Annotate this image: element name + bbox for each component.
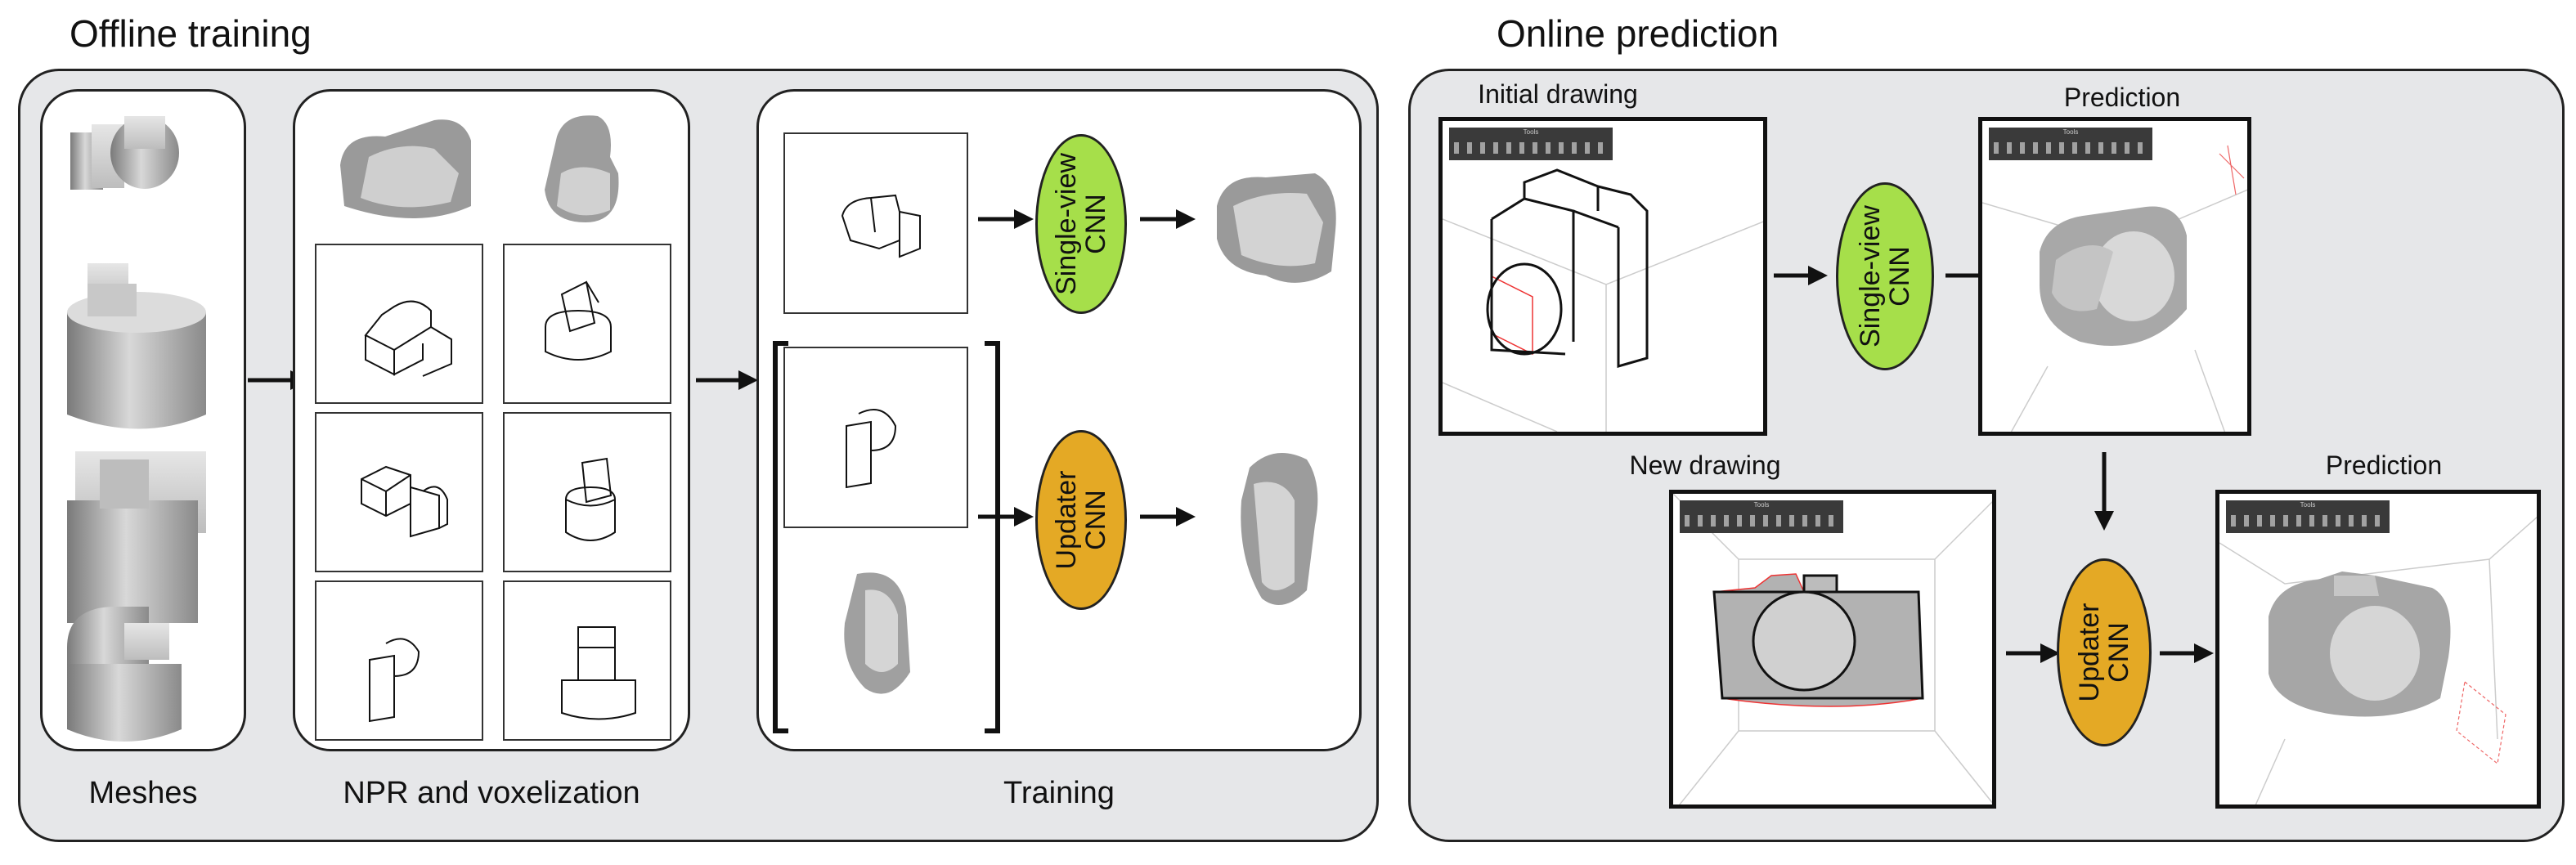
voxel-shape-2 [545, 115, 619, 222]
arrow-initial-to-singleview [1774, 266, 1828, 285]
offline-training-panel: Meshes [18, 69, 1379, 842]
prediction-2-screen: Tools [2215, 490, 2541, 809]
meshes-label: Meshes [88, 776, 198, 810]
mesh-1 [70, 116, 179, 190]
training-sketch-bottom [783, 347, 968, 528]
online-prediction-title: Online prediction [1497, 12, 1779, 55]
online-single-view-label-1: Single-view [1855, 205, 1886, 347]
single-view-cnn-label-1: Single-view [1051, 153, 1082, 295]
sketch-thumb-4 [503, 412, 671, 572]
training-output-voxel-2 [1241, 453, 1318, 605]
meshes-column [40, 89, 246, 751]
initial-drawing-screen: Tools [1438, 117, 1767, 436]
prediction-1-screen: Tools [1978, 117, 2251, 436]
sketch-thumb-2 [503, 244, 671, 404]
toolbar[interactable]: Tools [1449, 128, 1613, 160]
single-view-cnn-label-2: CNN [1080, 194, 1111, 254]
prediction-2-label: Prediction [2325, 450, 2443, 480]
toolbar[interactable]: Tools [1680, 500, 1843, 533]
toolbar[interactable]: Tools [2226, 500, 2390, 533]
arrow-singleview-to-voxel [1140, 209, 1196, 229]
online-updater-label-2: CNN [2103, 622, 2134, 683]
arrow-npr-to-training [696, 370, 758, 390]
sketch-thumb-6 [503, 580, 671, 741]
prediction-1-label: Prediction [2063, 83, 2181, 112]
arrow-updater-to-prediction [2160, 643, 2214, 663]
toolbar[interactable]: Tools [1989, 128, 2152, 160]
updater-cnn-label-1: Updater [1051, 470, 1082, 570]
mesh-renders [67, 116, 206, 742]
arrow-sketch-to-singleview [978, 209, 1034, 229]
training-sketch-top [783, 132, 968, 314]
arrow-bracket-to-updater [978, 507, 1034, 527]
voxel-renders [340, 115, 619, 222]
voxel-shape-1 [340, 119, 471, 218]
updater-cnn-label-2: CNN [1080, 490, 1111, 550]
training-input-bracket [773, 341, 1000, 733]
training-input-voxel [844, 572, 910, 694]
online-single-view-label-2: CNN [1884, 246, 1915, 307]
mesh-4 [67, 607, 182, 742]
new-drawing-label: New drawing [1629, 450, 1781, 480]
training-output-voxel-1 [1217, 173, 1336, 283]
arrow-newdrawing-to-updater [2006, 643, 2060, 663]
new-drawing-sketch [1673, 494, 1992, 804]
new-drawing-screen: Tools [1669, 490, 1996, 809]
sketch-thumb-5 [315, 580, 483, 741]
initial-drawing-label: Initial drawing [1478, 79, 1638, 109]
mesh-3 [67, 451, 206, 623]
npr-voxelization-label: NPR and voxelization [343, 776, 640, 810]
initial-drawing-sketch [1443, 168, 1763, 432]
npr-voxelization-column [293, 89, 690, 751]
arrow-updater-to-voxel [1140, 507, 1196, 527]
mesh-2 [67, 263, 206, 429]
sketch-thumb-3 [315, 412, 483, 572]
prediction-2-render [2219, 516, 2537, 804]
sketch-thumb-1 [315, 244, 483, 404]
arrow-prediction-to-updater [2094, 452, 2114, 531]
online-updater-label-1: Updater [2074, 603, 2105, 702]
offline-training-title: Offline training [70, 12, 312, 55]
training-label: Training [1003, 776, 1115, 810]
prediction-1-render [1982, 145, 2247, 432]
